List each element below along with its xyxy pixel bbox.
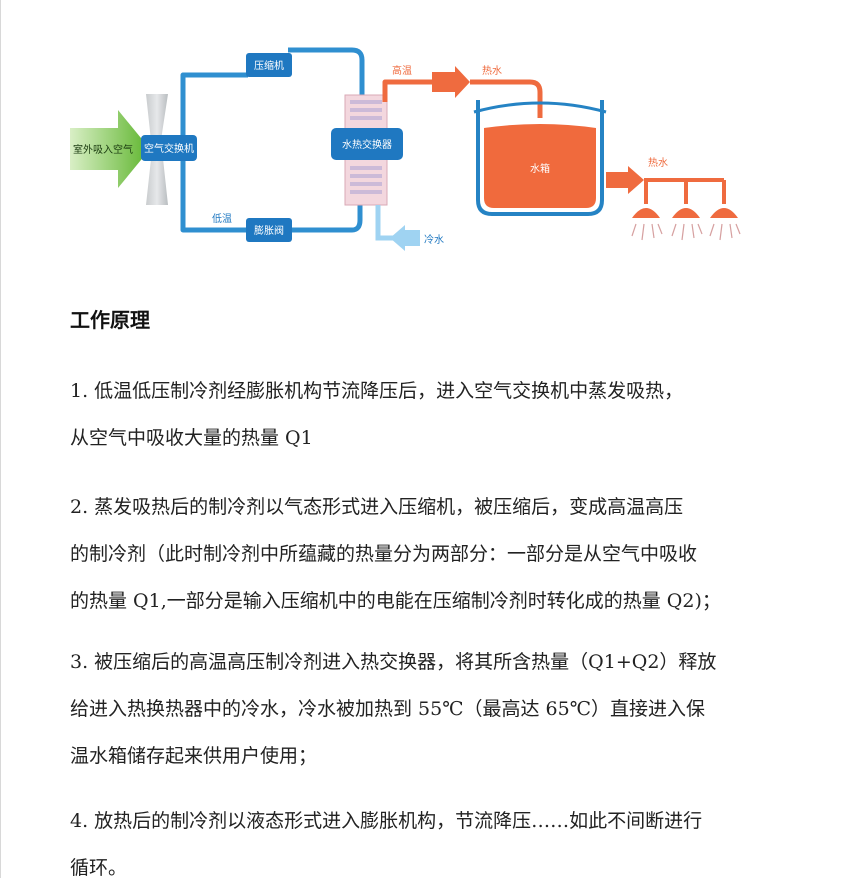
paragraph-line: 1. 低温低压制冷剂经膨胀机构节流降压后，进入空气交换机中蒸发吸热， (70, 380, 684, 402)
hot-water-label-1: 热水 (482, 64, 502, 77)
cold-water-pipe: 冷水 (375, 205, 444, 251)
paragraph-line: 的热量 Q1,一部分是输入压缩机中的电能在压缩制冷剂时转化成的热量 Q2)； (70, 590, 721, 612)
section-title: 工作原理 (70, 308, 150, 332)
outdoor-air-arrow: 室外吸入空气 (70, 110, 150, 188)
water-spray (631, 223, 741, 241)
water-heat-exchanger-label: 水热交换器 (342, 138, 392, 151)
paragraph-3: 3. 被压缩后的高温高压制冷剂进入热交换器，将其所含热量（Q1+Q2）释放 给进… (70, 639, 830, 780)
high-temp-label: 高温 (392, 64, 412, 77)
paragraph-line: 给进入热换热器中的冷水，冷水被加热到 55℃（最高达 65℃）直接进入保 (70, 698, 705, 720)
paragraph-line: 循环。 (70, 857, 128, 879)
heat-pump-diagram: 室外吸入空气 空气交换机 压缩机 膨胀阀 低温 水热交换器 (70, 47, 741, 251)
paragraph-line: 3. 被压缩后的高温高压制冷剂进入热交换器，将其所含热量（Q1+Q2）释放 (70, 651, 717, 673)
paragraph-2: 2. 蒸发吸热后的制冷剂以气态形式进入压缩机，被压缩后，变成高温高压 的制冷剂（… (70, 484, 830, 625)
paragraph-line: 2. 蒸发吸热后的制冷剂以气态形式进入压缩机，被压缩后，变成高温高压 (70, 496, 684, 518)
expansion-valve-label: 膨胀阀 (254, 224, 284, 237)
refrigerant-loop (180, 47, 365, 233)
outdoor-air-label: 室外吸入空气 (73, 143, 133, 156)
cold-water-label: 冷水 (424, 233, 444, 246)
hot-water-pipe (382, 79, 543, 118)
low-temp-label: 低温 (212, 212, 232, 225)
paragraph-line: 从空气中吸收大量的热量 Q1 (70, 427, 313, 449)
paragraph-line: 的制冷剂（此时制冷剂中所蕴藏的热量分为两部分：一部分是从空气中吸收 (70, 543, 698, 565)
paragraph-line: 温水箱储存起来供用户使用； (70, 745, 318, 767)
water-heat-exchanger: 水热交换器 (331, 94, 403, 206)
tank-outflow-arrow (606, 166, 644, 194)
expansion-valve-box: 膨胀阀 (246, 218, 292, 242)
hot-flow-arrow (432, 66, 470, 98)
compressor-label: 压缩机 (254, 59, 284, 72)
water-tank-label: 水箱 (530, 162, 550, 175)
paragraph-4: 4. 放热后的制冷剂以液态形式进入膨胀机构，节流降压……如此不间断进行 循环。 (70, 798, 830, 892)
water-tank: 水箱 (473, 100, 607, 216)
paragraph-line: 4. 放热后的制冷剂以液态形式进入膨胀机构，节流降压……如此不间断进行 (70, 810, 703, 832)
air-exchanger-box: 空气交换机 (141, 135, 197, 161)
hot-water-label-2: 热水 (648, 156, 668, 169)
shower-pipes (644, 178, 726, 204)
air-exchanger-label: 空气交换机 (144, 142, 194, 155)
paragraph-1: 1. 低温低压制冷剂经膨胀机构节流降压后，进入空气交换机中蒸发吸热， 从空气中吸… (70, 368, 830, 462)
compressor-box: 压缩机 (246, 53, 292, 77)
page-left-border (0, 0, 1, 878)
shower-heads (632, 208, 738, 218)
